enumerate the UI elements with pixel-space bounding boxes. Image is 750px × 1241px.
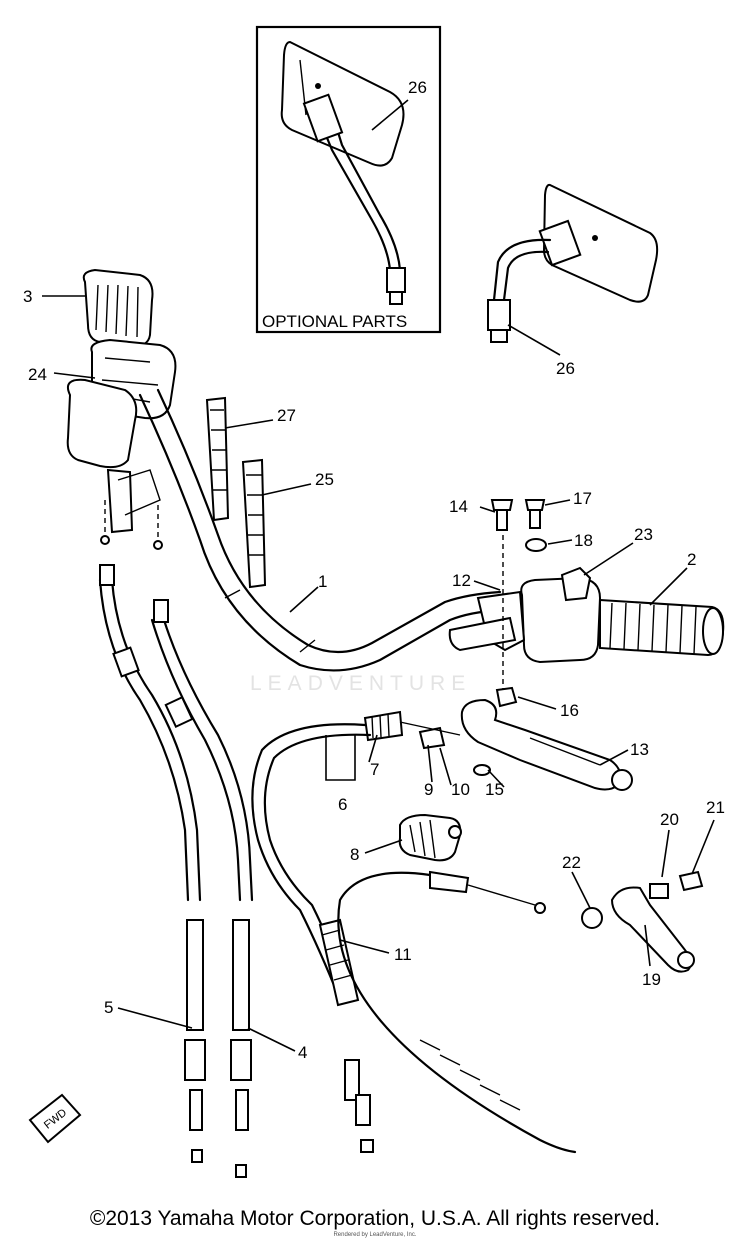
- callout-8: 8: [350, 845, 359, 864]
- callout-18: 18: [574, 531, 593, 550]
- callout-23: 23: [634, 525, 653, 544]
- callout-1: 1: [318, 572, 327, 591]
- callout-6: 6: [338, 795, 347, 814]
- callout-14: 14: [449, 497, 468, 516]
- handlebar: [138, 388, 502, 672]
- callout-27: 27: [277, 406, 296, 425]
- decompression-cable: [337, 870, 577, 1154]
- copyright-notice: ©2013 Yamaha Motor Corporation, U.S.A. A…: [89, 1207, 661, 1230]
- callout-17: 17: [573, 489, 592, 508]
- callout-25: 25: [315, 470, 334, 489]
- callout-26: 26: [556, 359, 575, 378]
- callout-11: 11: [394, 945, 412, 964]
- callout-7: 7: [370, 760, 379, 779]
- callout-15: 15: [485, 780, 504, 799]
- callout-24: 24: [28, 365, 47, 384]
- callout-labels: 3 24 26 26 27 25 1 2 23 14 17 18 12 16 1…: [23, 78, 725, 1062]
- throttle-cables: [98, 500, 254, 1178]
- callout-2: 2: [687, 550, 696, 569]
- callout-19: 19: [642, 970, 661, 989]
- watermark: LEADVENTURE: [250, 672, 472, 695]
- callout-22: 22: [562, 853, 581, 872]
- callout-9: 9: [424, 780, 433, 799]
- optional-parts-box: OPTIONAL PARTS: [255, 25, 442, 334]
- callout-16: 16: [560, 701, 579, 720]
- switch-8: [398, 813, 462, 862]
- callout-21: 21: [706, 798, 725, 817]
- callout-20: 20: [660, 810, 679, 829]
- cable-adjusters: [363, 710, 461, 750]
- callout-12: 12: [452, 571, 471, 590]
- callout-3: 3: [23, 287, 32, 306]
- fasteners-top: [490, 499, 547, 708]
- callout-4: 4: [298, 1043, 307, 1062]
- callout-10: 10: [451, 780, 470, 799]
- leader-lines: [42, 99, 715, 1052]
- fwd-arrow-icon: FWD: [28, 1093, 82, 1144]
- cable-ties: [205, 396, 267, 589]
- clutch-lever: [460, 698, 633, 791]
- callout-13: 13: [630, 740, 649, 759]
- left-grip-assembly: [66, 268, 177, 534]
- render-credit: Rendered by LeadVenture, Inc.: [333, 1232, 417, 1238]
- small-lever-assembly: [581, 870, 704, 973]
- callout-5: 5: [104, 998, 113, 1017]
- clutch-cable: [251, 723, 374, 1153]
- right-grip-assembly: [448, 566, 725, 664]
- callout-26-optional: 26: [408, 78, 427, 97]
- optional-parts-label: OPTIONAL PARTS: [262, 312, 407, 331]
- mirror-assembly: [487, 183, 659, 343]
